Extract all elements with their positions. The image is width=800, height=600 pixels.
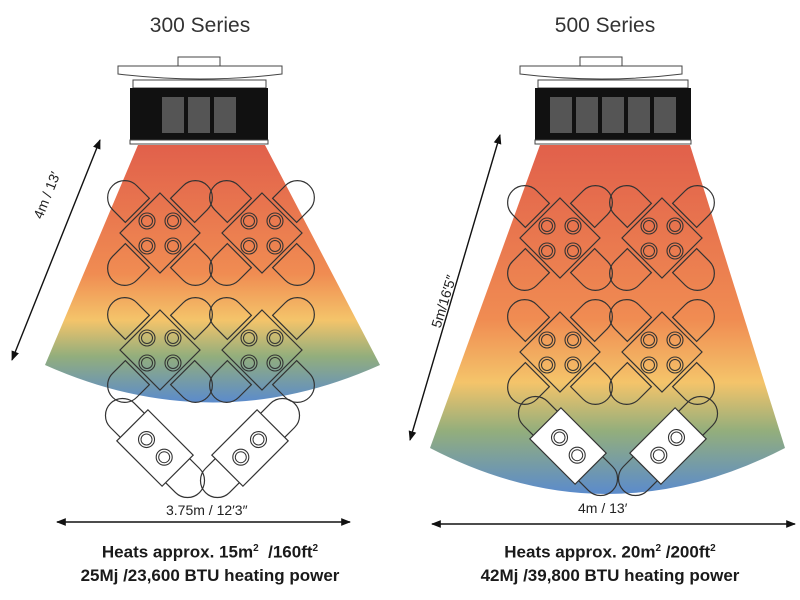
- heating-panel: [188, 97, 210, 133]
- width-label-300: 3.75m / 12′3″: [166, 502, 248, 518]
- sup: 2: [253, 543, 259, 554]
- area-line-300: Heats approx. 15m2 /160ft2: [30, 537, 390, 564]
- heating-panel: [628, 97, 650, 133]
- power-line-300: 25Mj /23,600 BTU heating power: [80, 565, 340, 585]
- heat-zone-500: [430, 145, 785, 494]
- table-two-seat: [95, 388, 215, 508]
- area-imperial: /160ft: [258, 542, 313, 562]
- table-two-seat: [190, 388, 310, 508]
- title-500-series: 500 Series: [554, 14, 656, 37]
- sup: 2: [312, 543, 319, 554]
- area-imperial: /200ft: [661, 542, 711, 562]
- heater-500-icon: [519, 56, 692, 145]
- heater-300-icon: [117, 56, 283, 145]
- area-metric: Heats approx. 15m: [101, 542, 254, 562]
- heat-zone-300: [45, 145, 380, 403]
- depth-dimension-arrow-500: [408, 134, 502, 441]
- specs-300: Heats approx. 15m2 /160ft2 25Mj /23,600 …: [30, 537, 390, 587]
- depth-dimension-arrow-300: [11, 139, 101, 361]
- sup: 2: [655, 543, 662, 554]
- heating-panel: [576, 97, 598, 133]
- heating-panel: [162, 97, 184, 133]
- heating-panel: [214, 97, 236, 133]
- power-line-500: 42Mj /39,800 BTU heating power: [480, 565, 740, 585]
- sup: 2: [710, 543, 716, 554]
- heating-panel: [602, 97, 624, 133]
- specs-500: Heats approx. 20m2 /200ft2 42Mj /39,800 …: [430, 537, 790, 587]
- heating-panel: [550, 97, 572, 133]
- heating-panel: [654, 97, 676, 133]
- area-line-500: Heats approx. 20m2 /200ft2: [430, 537, 790, 564]
- area-metric: Heats approx. 20m: [504, 542, 656, 562]
- title-300-series: 300 Series: [149, 14, 251, 37]
- width-label-500: 4m / 13′: [578, 500, 628, 516]
